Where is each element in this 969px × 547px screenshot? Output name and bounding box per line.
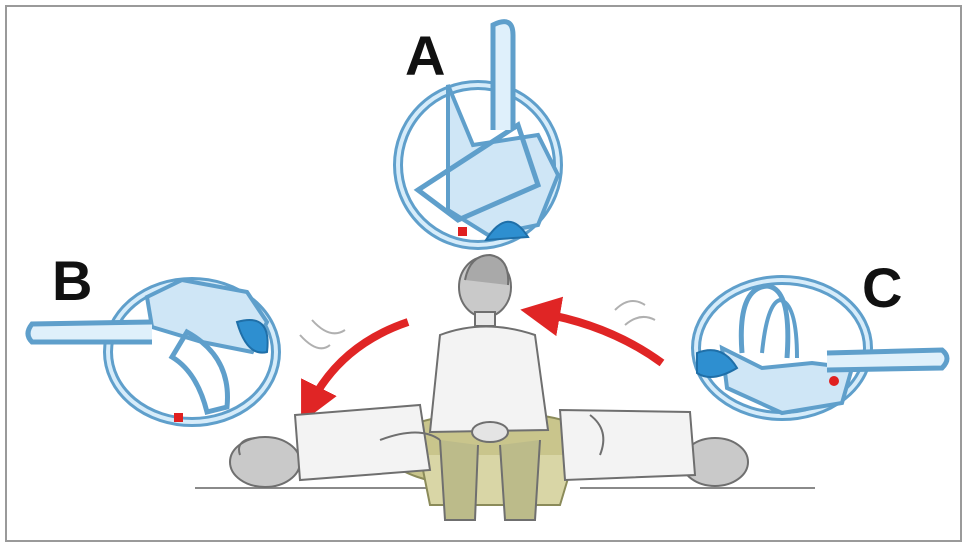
label-a: A <box>405 24 445 87</box>
otoconia-c <box>829 376 839 386</box>
label-b: B <box>52 249 92 312</box>
otoconia-b <box>174 413 183 422</box>
label-c: C <box>862 256 902 319</box>
otoconia-a <box>458 227 467 236</box>
